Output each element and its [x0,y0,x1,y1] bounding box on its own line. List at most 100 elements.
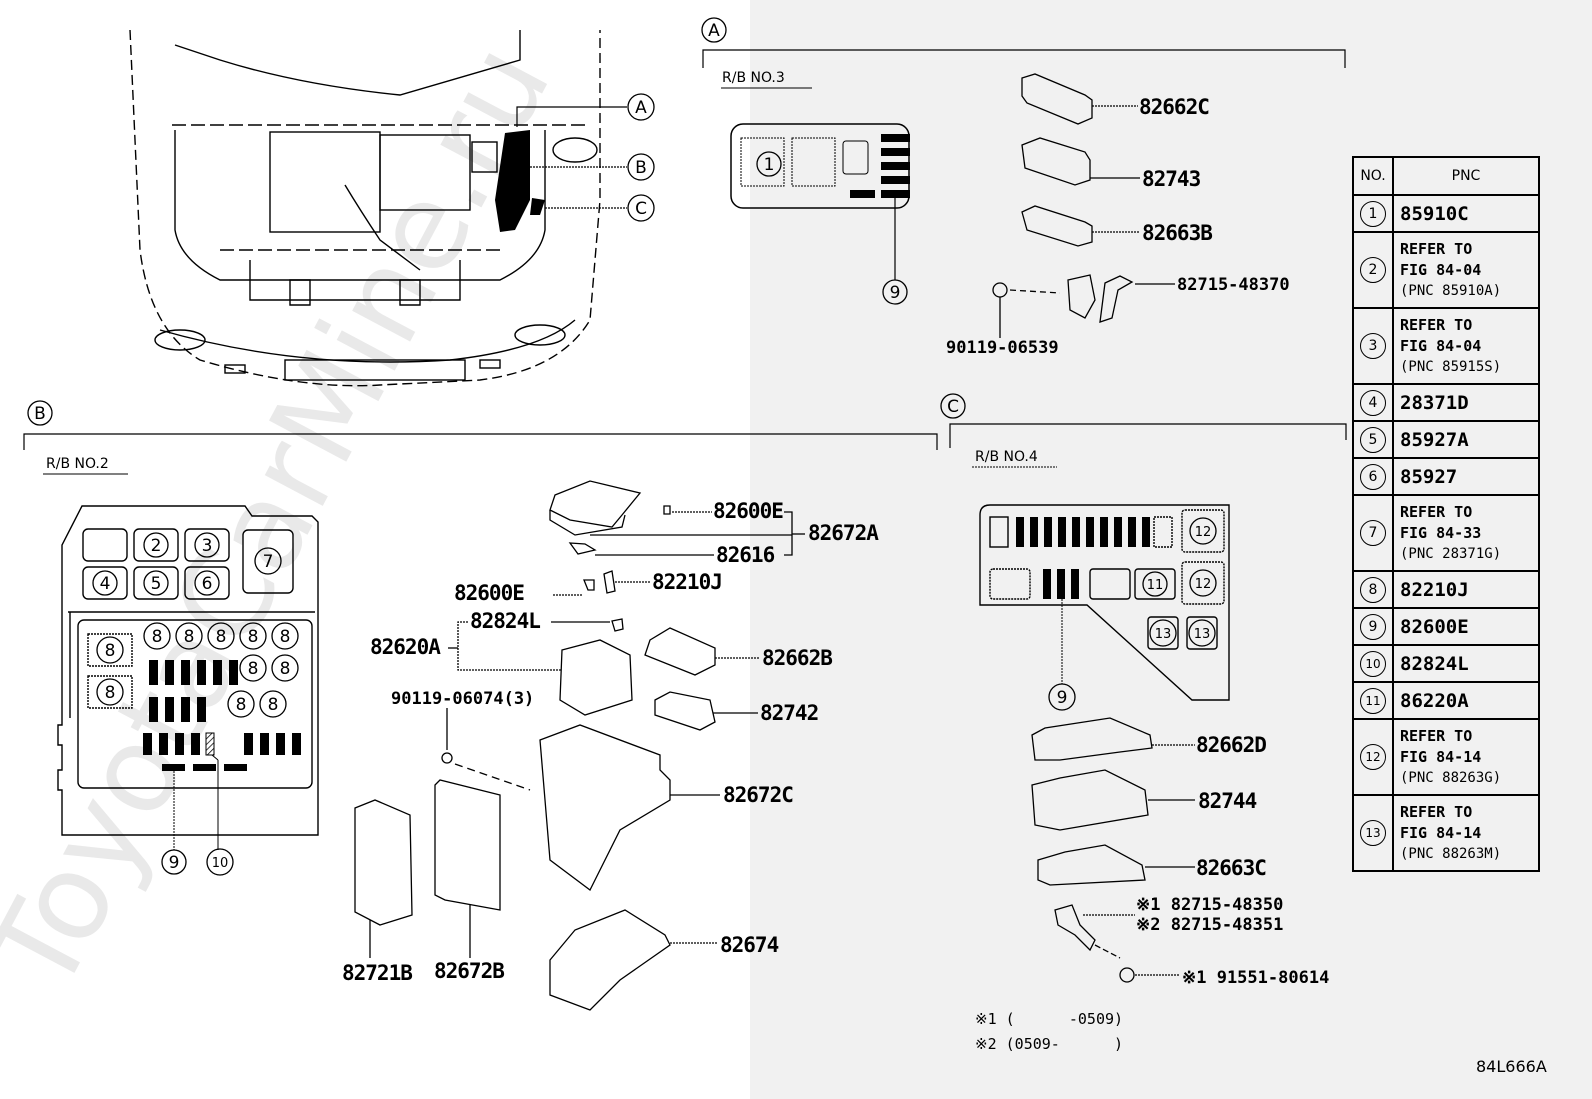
rb-no2-title: R/B NO.2 [46,456,109,472]
svg-text:1: 1 [764,155,775,175]
svg-text:3: 3 [202,536,213,556]
relay-position-8: 8 [259,690,287,718]
svg-text:8: 8 [248,627,259,647]
part-82663C-label: 82663C [1196,856,1266,880]
part-82715-48350-label: ※1 82715-48350 [1136,895,1283,915]
row-number: 8 [1352,570,1394,609]
refer-text: REFER TO [1400,315,1473,334]
relay-position-8: 8 [271,622,299,650]
pnc-table-row: 6 85927 [1352,457,1540,496]
svg-text:8: 8 [105,683,116,703]
rb-no2-exploded-parts [354,480,805,1011]
part-82742-label: 82742 [760,701,818,725]
svg-text:13: 13 [1194,627,1211,642]
part-82715-48370-label: 82715-48370 [1177,275,1290,295]
row-number: 7 [1352,494,1394,572]
header-pnc: PNC [1392,156,1540,196]
pnc-reference: (PNC 28371G) [1400,545,1502,562]
part-82662B-label: 82662B [762,646,832,670]
part-82715-48351-label: ※2 82715-48351 [1136,915,1283,935]
relay-position-8: 8 [239,654,267,682]
svg-text:8: 8 [248,659,259,679]
refer-text: FIG 84-33 [1400,523,1482,542]
pnc-number: 85927 [1400,465,1458,488]
pnc-table-header: NO. PNC [1352,156,1540,196]
svg-text:8: 8 [280,627,291,647]
svg-text:A: A [635,98,647,118]
relay-position-8: 8 [239,622,267,650]
svg-text:8: 8 [216,627,227,647]
circled-number: 6 [1360,463,1386,490]
part-82743-label: 82743 [1142,167,1201,191]
fuse-slot [1016,517,1024,547]
fuse-slot [1142,517,1150,547]
row-number: 5 [1352,420,1394,459]
circled-number: 8 [1360,576,1386,603]
svg-text:A: A [708,21,720,41]
svg-text:8: 8 [105,641,116,661]
circled-number: 2 [1360,257,1386,283]
svg-text:9: 9 [169,853,180,873]
fuse-slot [1114,517,1122,547]
svg-text:C: C [635,199,647,219]
circled-number: 5 [1360,426,1386,453]
circled-number: 1 [1360,200,1386,227]
callout-b-overview: B [627,153,655,181]
relay-position-8: 8 [143,622,171,650]
svg-text:8: 8 [268,695,279,715]
svg-text:9: 9 [890,283,901,303]
pnc-reference: (PNC 88263G) [1400,769,1502,786]
svg-text:11: 11 [1147,578,1164,593]
pnc-value: 85910C [1392,194,1540,233]
row-number: 11 [1352,681,1394,720]
refer-text: REFER TO [1400,802,1473,821]
fuse-slot-82600E [1043,569,1051,599]
svg-text:8: 8 [184,627,195,647]
rb-no4-exploded-parts [1031,717,1195,983]
pnc-value: 82600E [1392,607,1540,646]
circled-number: 9 [1360,613,1386,640]
part-90119-06539-label: 90119-06539 [946,338,1059,358]
pnc-value: 85927A [1392,420,1540,459]
part-82672B-label: 82672B [434,959,504,983]
part-82721B-label: 82721B [342,961,412,985]
part-82600E-top-label: 82600E [713,499,783,523]
svg-text:5: 5 [151,574,162,594]
part-82210J-label: 82210J [652,570,722,594]
relay-position-8: 8 [271,654,299,682]
figure-code: 84L666A [1476,1057,1547,1076]
row-number: 13 [1352,794,1394,872]
pnc-value: 82824L [1392,644,1540,683]
svg-text:9: 9 [1057,688,1068,708]
pnc-value: 86220A [1392,681,1540,720]
callout-a-overview: A [627,93,655,121]
relay-position-8: 8 [227,690,255,718]
pnc-number: 28371D [1400,391,1469,414]
fuse-slot [1072,517,1080,547]
svg-text:C: C [947,397,959,417]
circled-number: 4 [1360,389,1386,416]
circled-number: 3 [1360,333,1386,359]
relay-position-8: 8 [96,678,124,706]
row-number: 12 [1352,718,1394,796]
fuse-slot [1044,517,1052,547]
fuse-slot [1100,517,1108,547]
pnc-number: 82210J [1400,578,1469,601]
part-82662D-label: 82662D [1196,733,1266,757]
relay-position-8: 8 [207,622,235,650]
section-a: A R/B NO.3 1 9 [701,17,1346,358]
rb-no4-title: R/B NO.4 [975,449,1038,465]
svg-text:8: 8 [236,695,247,715]
row-number: 1 [1352,194,1394,233]
